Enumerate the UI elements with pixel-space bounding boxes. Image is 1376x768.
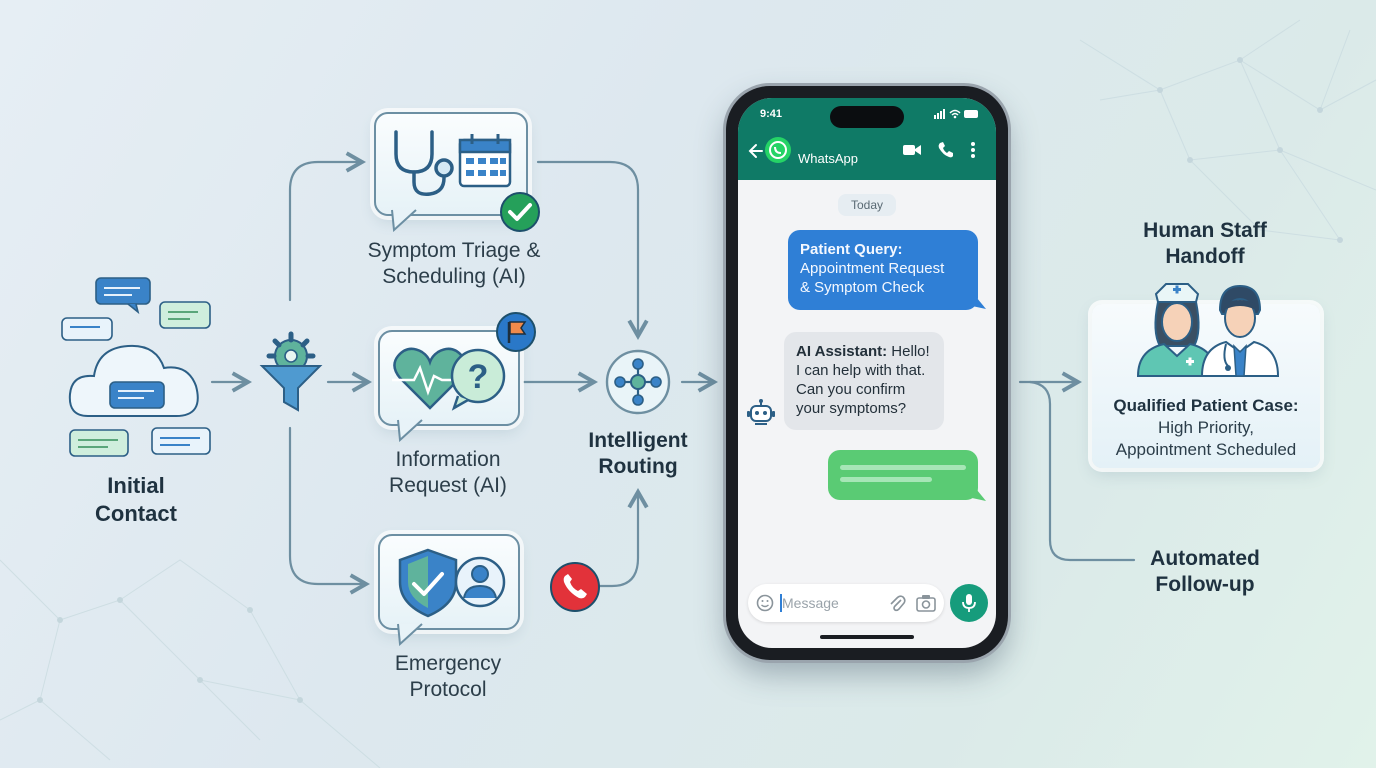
date-divider: Today <box>838 194 896 216</box>
home-indicator <box>820 635 914 639</box>
patient-query-line2: & Symptom Check <box>800 279 925 296</box>
whatsapp-screen: 9:41 WhatsApp <box>738 98 996 648</box>
ai-message-line4: your symptoms? <box>796 400 907 417</box>
arrow-emergency-to-routing <box>598 488 649 588</box>
qualified-case-line2: Appointment Scheduled <box>1115 440 1297 459</box>
patient-query-line1: Appointment Request <box>800 260 945 277</box>
emergency-protocol-label: Emergency Protocol <box>394 652 502 702</box>
routing-hub-icon <box>605 349 671 415</box>
robot-icon <box>747 399 775 425</box>
more-options-icon[interactable] <box>968 140 978 160</box>
symptom-card-tail <box>391 209 417 232</box>
back-arrow-icon[interactable] <box>746 140 768 162</box>
status-icons <box>934 109 978 119</box>
qualified-patient-card: Qualified Patient Case: High Priority, A… <box>1092 304 1320 468</box>
message-placeholder: Message <box>782 595 839 611</box>
patient-query-bubble: Patient Query: Appointment Request & Sym… <box>788 230 978 310</box>
microphone-button[interactable] <box>950 584 988 622</box>
arrow-filter-to-triage <box>288 151 366 302</box>
whatsapp-logo-icon[interactable] <box>764 136 792 164</box>
human-staff-handoff-label: Human Staff Handoff <box>1143 219 1267 269</box>
arrow-triage-to-routing <box>536 160 649 340</box>
ai-message-line2: I can help with that. <box>796 362 926 379</box>
phone-mockup: 9:41 WhatsApp <box>726 86 1008 660</box>
svg-text:?: ? <box>468 358 489 396</box>
dynamic-island <box>830 106 904 128</box>
text-cursor <box>780 594 782 612</box>
information-request-card: ? <box>378 330 520 426</box>
qualified-case-title: Qualified Patient Case: <box>1113 396 1299 415</box>
info-card-tail <box>397 419 423 442</box>
arrow-filter-to-emergency <box>288 426 370 595</box>
initial-contact-label: Initial Contact <box>95 473 177 526</box>
phone-call-icon <box>550 562 600 612</box>
stethoscope-icon <box>394 130 454 196</box>
ai-message-line3: Can you confirm <box>796 381 906 398</box>
calendar-icon <box>458 134 512 188</box>
nurse-icon <box>1136 283 1218 377</box>
information-request-label: Information Request (AI) <box>389 448 507 498</box>
voice-call-icon[interactable] <box>936 140 956 160</box>
doctor-icon <box>1200 284 1280 377</box>
qualified-case-line1: High Priority, <box>1157 418 1255 437</box>
user-icon <box>454 556 506 608</box>
camera-icon[interactable] <box>916 594 936 612</box>
patient-bubble-tail <box>972 292 986 309</box>
flag-badge-icon <box>496 312 536 352</box>
symptom-triage-card <box>374 112 528 216</box>
question-icon: ? <box>450 348 506 411</box>
ai-assistant-bubble: AI Assistant: Hello! I can help with tha… <box>784 332 944 430</box>
cloud-icon <box>68 344 199 417</box>
video-call-icon[interactable] <box>902 140 922 160</box>
intelligent-routing-label: Intelligent Routing <box>588 429 688 479</box>
emergency-card-tail <box>397 623 423 646</box>
check-badge-icon <box>500 192 540 232</box>
chat-title: WhatsApp <box>798 151 858 166</box>
reply-bubble <box>828 450 978 500</box>
ai-message-line1: AI Assistant: Hello! <box>796 343 930 360</box>
patient-query-title: Patient Query: <box>800 241 903 258</box>
gear-funnel-icon <box>259 331 323 412</box>
attachment-icon[interactable] <box>888 594 906 612</box>
initial-contact-icon <box>61 277 211 457</box>
microphone-icon <box>962 594 976 612</box>
shield-check-icon <box>398 548 458 618</box>
whatsapp-header: 9:41 WhatsApp <box>738 98 996 180</box>
reply-bubble-tail <box>972 484 986 501</box>
automated-follow-up-label: Automated Follow-up <box>1150 547 1260 597</box>
symptom-triage-label: Symptom Triage & Scheduling (AI) <box>367 239 541 289</box>
status-time: 9:41 <box>760 108 783 120</box>
chat-bubbles-icon <box>61 277 211 457</box>
reply-text-placeholder <box>840 465 966 482</box>
line-to-follow-up <box>1028 380 1136 562</box>
staff-icons <box>1136 283 1280 377</box>
emoji-icon[interactable] <box>756 594 774 612</box>
emergency-protocol-card <box>378 534 520 630</box>
message-input[interactable]: Message <box>748 584 944 622</box>
